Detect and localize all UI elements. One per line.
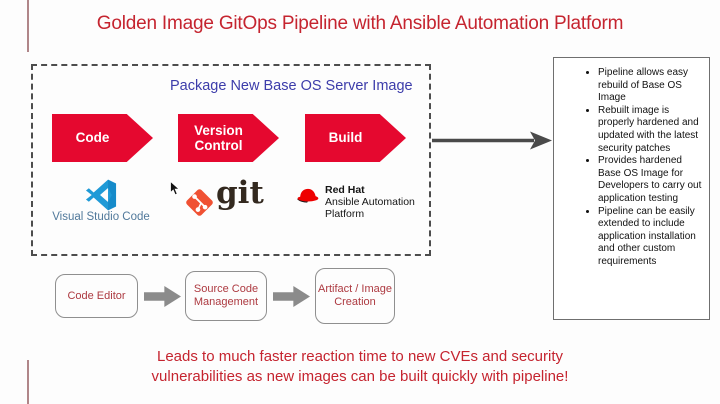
mouse-cursor-icon [170, 181, 181, 196]
flow-box-artifact-image-creation: Artifact / Image Creation [315, 268, 395, 324]
flow-arrow-1-icon [144, 286, 181, 307]
benefits-list: Pipeline allows easy rebuild of Base OS … [554, 67, 707, 269]
benefit-item: Pipeline allows easy rebuild of Base OS … [598, 67, 707, 105]
vscode-label: Visual Studio Code [52, 211, 150, 223]
benefit-item: Provides hardened Base OS Image for Deve… [598, 155, 707, 205]
git-wordmark: git [216, 175, 264, 211]
left-accent-line-bottom [27, 360, 29, 404]
pipeline-to-benefits-arrow [432, 131, 552, 150]
flow-box-source-code-management: Source Code Management [185, 271, 267, 321]
left-accent-line-top [27, 0, 29, 52]
redhat-label-line1: Red Hat [325, 184, 365, 196]
redhat-fedora-icon [297, 188, 319, 203]
benefit-item: Rebuilt image is properly hardened and u… [598, 105, 707, 155]
git-icon [186, 189, 213, 216]
redhat-label-line3: Platform [325, 207, 365, 220]
stage-label: Code [75, 130, 110, 146]
redhat-label: Red Hat Ansible Automation Platform [325, 184, 415, 220]
flow-label: Artifact / Image Creation [318, 283, 392, 308]
benefit-item: Pipeline can be easily extended to inclu… [598, 206, 707, 269]
redhat-label-line2: Ansible Automation [325, 195, 415, 208]
page-title: Golden Image GitOps Pipeline with Ansibl… [96, 13, 624, 34]
flow-label: Code Editor [67, 289, 126, 302]
footer-message: Leads to much faster reaction time to ne… [151, 348, 569, 385]
stage-label: Build [328, 130, 363, 146]
benefits-box: Pipeline allows easy rebuild of Base OS … [553, 57, 710, 320]
flow-arrow-2-icon [273, 286, 310, 307]
flow-label: Source Code Management [193, 283, 259, 308]
package-box-heading: Package New Base OS Server Image [170, 78, 413, 94]
vscode-icon [85, 179, 117, 211]
flow-box-code-editor: Code Editor [55, 274, 138, 318]
stage-label: Version Control [194, 122, 243, 153]
